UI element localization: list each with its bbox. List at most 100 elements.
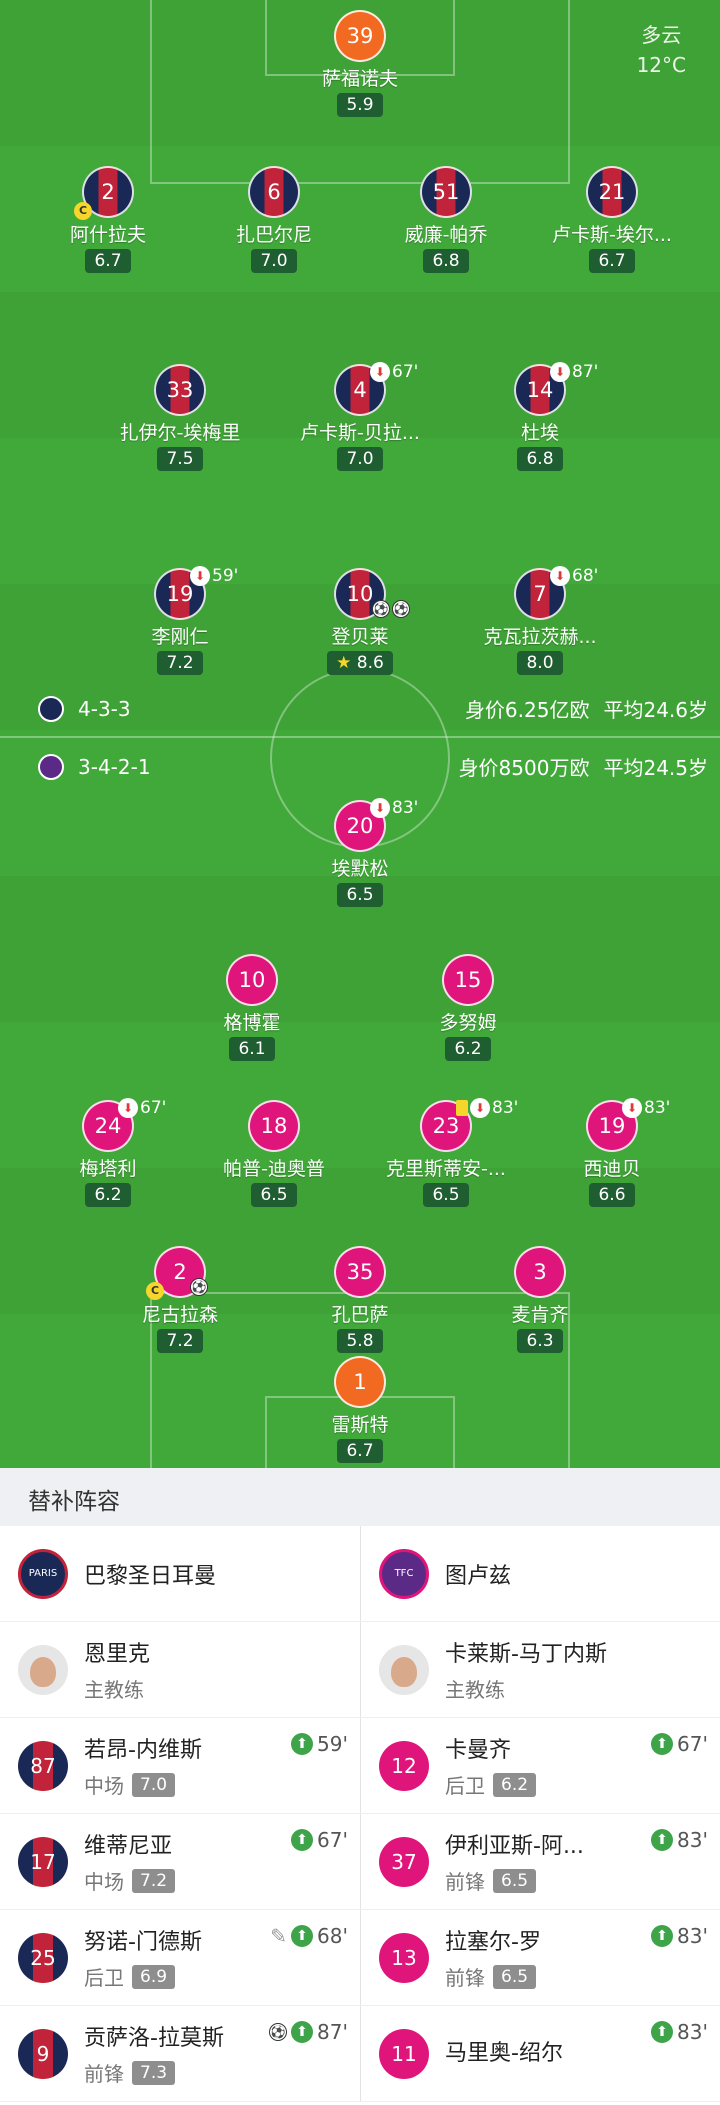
coach-cell-left[interactable]: 恩里克 主教练 [0, 1622, 360, 1717]
sub-jersey: 9 [18, 2028, 68, 2079]
sub-out-icon: ⬇ [190, 566, 210, 586]
player-name: 杜埃 [520, 422, 559, 444]
sub-out-icon: ⬇ [622, 1098, 642, 1118]
subs-team-row: PARIS 巴黎圣日耳曼 TFC 图卢兹 [0, 1526, 720, 1622]
ball-icon: ⚽ [372, 600, 390, 618]
player-name: 麦肯齐 [511, 1304, 569, 1326]
team-cell-psg[interactable]: PARIS 巴黎圣日耳曼 [0, 1526, 360, 1621]
player-tou-cm2[interactable]: 23 ⬇83' 克里斯蒂安-... 6.5 [351, 1098, 541, 1207]
player-name: 孔巴萨 [331, 1304, 389, 1326]
player-tou-cb2[interactable]: 35 孔巴萨 5.8 [265, 1246, 455, 1353]
sub-out-icon: ⬇ [370, 362, 390, 382]
player-rating: 6.8 [517, 447, 563, 471]
player-tou-cm1[interactable]: 18 帕普-迪奥普 6.5 [179, 1100, 369, 1207]
sub-rating: 7.0 [132, 1772, 176, 1797]
sub-in-icon: ⬆ [651, 1829, 674, 1851]
weather-condition: 多云 [641, 23, 682, 47]
team-cell-toulouse[interactable]: TFC 图卢兹 [360, 1526, 720, 1621]
player-name: 扎巴尔尼 [235, 224, 312, 246]
penalty-box-top [150, 0, 570, 184]
player-psg-cm3[interactable]: 14 ⬇87' 杜埃 6.8 [445, 362, 635, 471]
player-rating: 6.5 [423, 1183, 469, 1207]
player-name: 雷斯特 [331, 1414, 389, 1436]
ball-icon: ⚽ [190, 1278, 208, 1296]
sub-out-icon: ⬇ [550, 566, 570, 586]
player-name: 卢卡斯-埃尔... [552, 224, 672, 246]
jersey: 3 [514, 1246, 566, 1298]
player-tou-am1[interactable]: 10 格博霍 6.1 [157, 954, 347, 1061]
player-tou-am2[interactable]: 15 多努姆 6.2 [373, 954, 563, 1061]
coach-role: 主教练 [445, 1678, 505, 1702]
psg-team-info: 4-3-3 身价6.25亿欧 平均24.6岁 [38, 694, 708, 723]
coach-name: 卡莱斯-马丁内斯 [445, 1642, 607, 1667]
sub-in-time: ⬆83' [651, 2020, 708, 2044]
sub-player-right[interactable]: 11 马里奥-绍尔 ⬆83' [360, 2006, 720, 2101]
toulouse-logo-icon: TFC [379, 1548, 429, 1599]
psg-logo-icon [38, 695, 64, 722]
player-tou-gk[interactable]: 1 雷斯特 6.7 [265, 1356, 455, 1463]
captain-icon: C [146, 1282, 164, 1300]
weather-temp: 12°C [636, 53, 686, 77]
player-name: 威廉-帕乔 [404, 224, 488, 246]
sub-in-icon: ⬆ [651, 1733, 674, 1755]
sub-rating: 6.5 [493, 1868, 537, 1893]
player-psg-rw[interactable]: 19 ⬇59' 李刚仁 7.2 [85, 566, 275, 675]
jersey: 7 ⬇68' [514, 566, 598, 620]
subs-grid: PARIS 巴黎圣日耳曼 TFC 图卢兹 恩里克 主教练 卡莱斯-马丁内斯 主教… [0, 1526, 720, 2102]
player-rating: 6.7 [589, 249, 635, 273]
player-name: 卢卡斯-贝拉... [300, 422, 420, 444]
player-tou-rm[interactable]: 24 ⬇67' 梅塔利 6.2 [13, 1098, 203, 1207]
player-psg-cm2[interactable]: 4 ⬇67' 卢卡斯-贝拉... 7.0 [265, 362, 455, 471]
sub-in-time: ⬆83' [651, 1828, 708, 1852]
player-tou-st[interactable]: 20 ⬇83' 埃默松 6.5 [265, 798, 455, 907]
star-icon: ★ [336, 653, 352, 673]
player-psg-cb2[interactable]: 51 威廉-帕乔 6.8 [351, 166, 541, 273]
player-rating: 7.0 [337, 447, 383, 471]
player-psg-cb1[interactable]: 6 扎巴尔尼 7.0 [179, 166, 369, 273]
player-rating: 5.8 [337, 1329, 383, 1353]
sub-position: 后卫 [445, 1774, 485, 1798]
sub-position: 中场 [84, 1774, 124, 1798]
jersey: 19 ⬇83' [586, 1098, 670, 1152]
player-tou-cb1[interactable]: 2 C ⚽ 尼古拉森 7.2 [85, 1246, 275, 1353]
player-psg-lw[interactable]: 7 ⬇68' 克瓦拉茨赫... 8.0 [445, 566, 635, 675]
sub-jersey: 12 [379, 1740, 429, 1791]
player-psg-cm1[interactable]: 33 扎伊尔-埃梅里 7.5 [85, 364, 275, 471]
sub-rating: 6.9 [132, 1964, 176, 1989]
team-value: 身价6.25亿欧 [464, 698, 590, 722]
avg-age: 平均24.6岁 [603, 698, 708, 722]
sub-in-icon: ⬆ [651, 1925, 674, 1947]
player-psg-gk[interactable]: 39 萨福诺夫 5.9 [265, 10, 455, 117]
jersey: 18 [248, 1100, 300, 1152]
sub-out-icon: ⬇ [470, 1098, 490, 1118]
subs-header: 替补阵容 [0, 1468, 720, 1526]
sub-name: 马里奥-绍尔 [445, 2040, 563, 2066]
player-rating: 6.3 [517, 1329, 563, 1353]
player-tou-lm[interactable]: 19 ⬇83' 西迪贝 6.6 [517, 1098, 707, 1207]
jersey: 2 C ⚽ [146, 1246, 208, 1300]
player-tou-cb3[interactable]: 3 麦肯齐 6.3 [445, 1246, 635, 1353]
sub-name: 卡曼齐 [445, 1738, 512, 1763]
sub-time: 68' [572, 566, 599, 586]
coach-cell-right[interactable]: 卡莱斯-马丁内斯 主教练 [360, 1622, 720, 1717]
jersey: 6 [248, 166, 300, 218]
player-name: 尼古拉森 [141, 1304, 218, 1326]
player-psg-lb[interactable]: 21 卢卡斯-埃尔... 6.7 [517, 166, 707, 273]
jersey: 14 ⬇87' [514, 362, 598, 416]
player-psg-st[interactable]: 10 ⚽⚽ 登贝莱 ★ 8.6 [265, 568, 455, 675]
jersey: 51 [420, 166, 472, 218]
sub-out-badge: ⬇83' [622, 1098, 670, 1118]
sub-time: 67' [392, 362, 419, 382]
player-rating: 6.8 [423, 249, 469, 273]
